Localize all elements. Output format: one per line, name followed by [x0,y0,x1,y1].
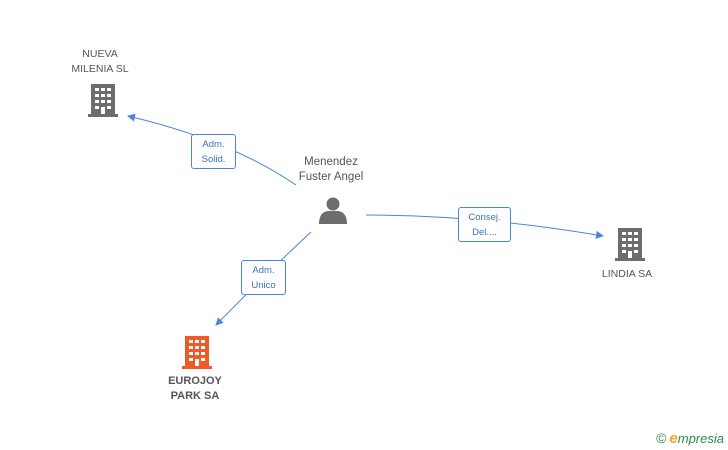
node-label-line: MILENIA SL [71,63,129,75]
edge-label-line: Adm. [252,265,275,276]
node-label-line: LINDIA SA [601,268,653,280]
node-label-line: PARK SA [170,390,220,402]
node-label-eurojoy[interactable]: EUROJOY PARK SA [145,374,245,404]
node-label-line: EUROJOY [168,375,222,387]
edge-label-lindia[interactable]: Consej. Del.... [458,207,511,242]
edge-label-line: Del.... [472,227,497,238]
edge-label-eurojoy[interactable]: Adm. Unico [241,260,286,295]
brand-watermark: ©empresia [656,430,724,447]
edge-label-line: Consej. [468,212,501,223]
building-icon[interactable] [88,84,118,117]
node-label-nueva-milenia[interactable]: NUEVA MILENIA SL [50,47,150,77]
node-label-person[interactable]: Menendez Fuster Angel [281,155,381,185]
edge-label-line: Solid. [201,154,226,165]
copyright-icon: © [656,430,667,446]
edge-label-nueva-milenia[interactable]: Adm. Solid. [191,134,236,169]
edge-label-line: Unico [251,280,276,291]
node-label-line: Menendez [304,156,358,168]
node-label-line: NUEVA [82,48,118,60]
brand-name: mpresia [677,431,724,446]
building-icon[interactable] [615,228,645,261]
edge-label-line: Adm. [202,139,225,150]
brand-logo-e: e [669,430,678,447]
person-icon[interactable] [319,197,347,225]
building-icon-highlighted[interactable] [182,336,212,369]
node-label-lindia[interactable]: LINDIA SA [580,267,674,282]
node-label-line: Fuster Angel [298,171,364,183]
